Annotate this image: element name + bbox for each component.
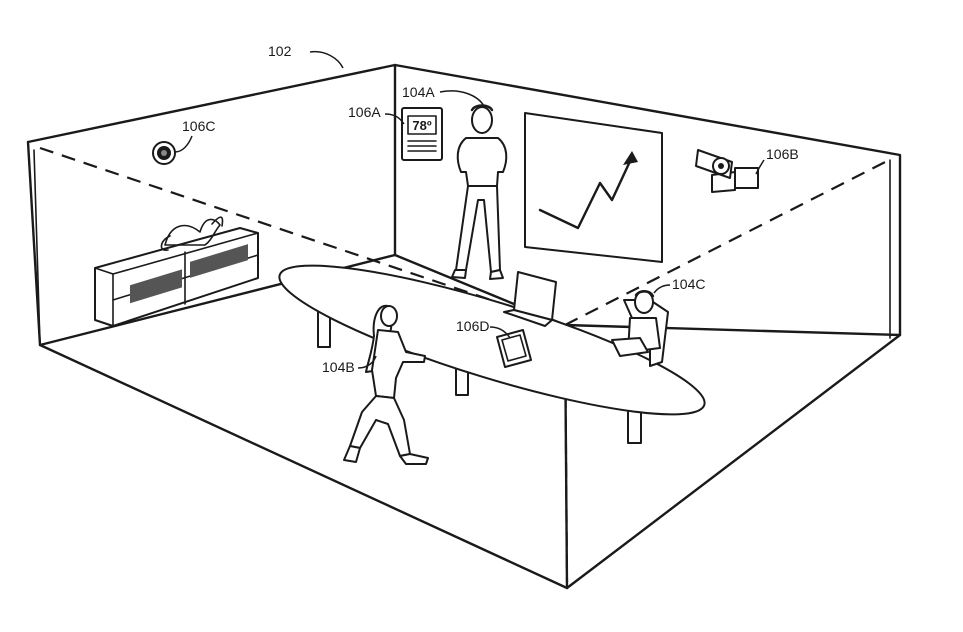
room-walls — [26, 63, 902, 590]
label-person-a: 104A — [402, 84, 435, 100]
label-speaker: 106C — [182, 118, 215, 134]
label-person-b: 104B — [322, 359, 355, 375]
camera-icon — [695, 149, 759, 193]
person-walking — [343, 304, 429, 465]
bookshelf — [94, 216, 259, 327]
wall-screen — [524, 112, 663, 263]
label-person-c: 104C — [672, 276, 705, 292]
label-room: 102 — [268, 43, 292, 59]
person-standing — [451, 104, 508, 280]
label-camera: 106B — [766, 146, 799, 162]
reference-labels: 102 104A 106A 106C 106B 104C 106D 104B — [174, 43, 799, 375]
label-tablet: 106D — [456, 318, 489, 334]
conference-table — [278, 264, 706, 444]
laptop-icon — [503, 271, 557, 327]
tablet-icon — [496, 329, 532, 368]
thermostat: 78º — [401, 107, 443, 161]
label-thermostat: 106A — [348, 104, 381, 120]
thermostat-display: 78º — [412, 118, 431, 133]
person-seated — [611, 290, 669, 367]
speaker-icon — [152, 141, 176, 165]
